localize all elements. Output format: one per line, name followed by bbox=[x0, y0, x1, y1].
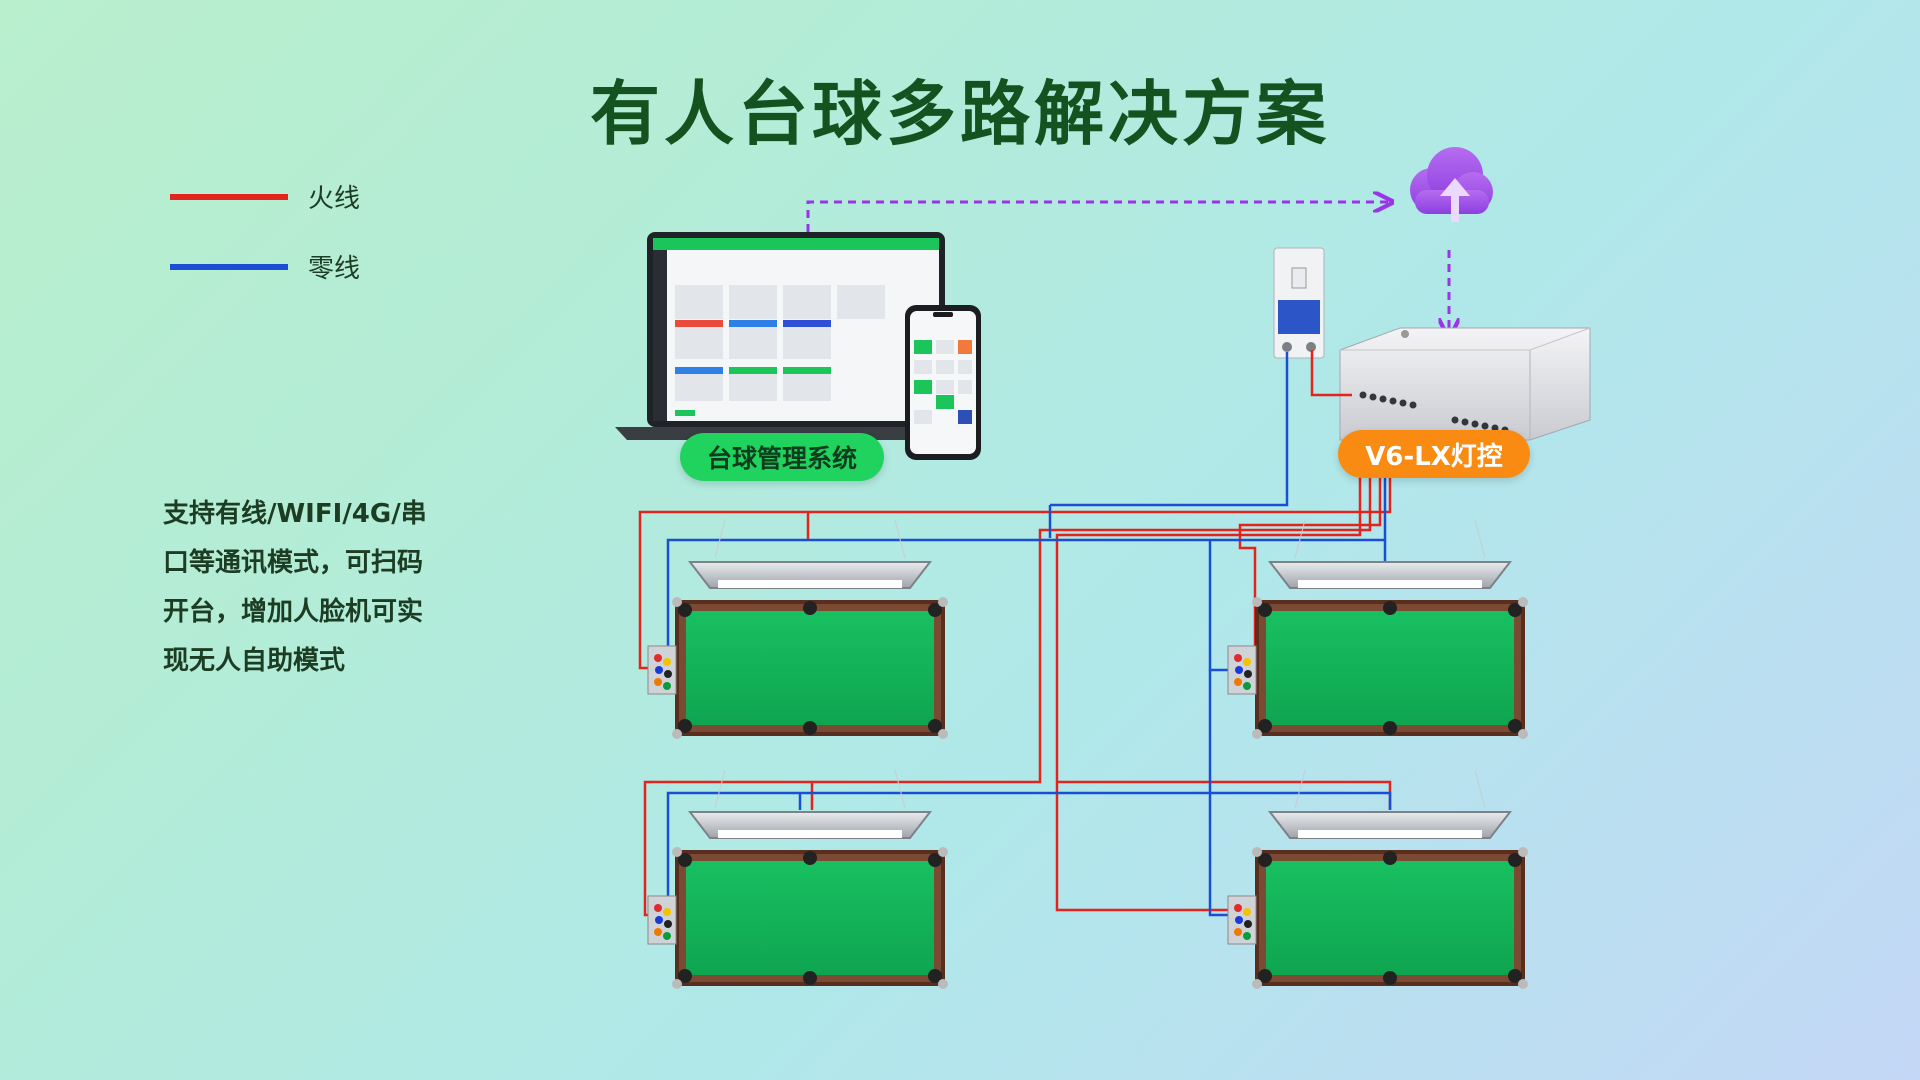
description-line: 口等通讯模式，可扫码 bbox=[163, 548, 424, 578]
page-title: 有人台球多路解决方案 bbox=[590, 73, 1330, 155]
description-line: 支持有线/WIFI/4G/串 bbox=[163, 499, 427, 529]
table-lamp-icon bbox=[689, 519, 931, 589]
system-label: 台球管理系统 bbox=[680, 433, 884, 481]
phone-icon bbox=[905, 305, 981, 460]
legend-label-neutral: 零线 bbox=[308, 254, 361, 284]
description-line: 开台，增加人脸机可实 bbox=[163, 597, 424, 627]
controller-box-icon bbox=[1339, 327, 1591, 441]
description-line: 现无人自助模式 bbox=[163, 646, 346, 676]
billiard-table-icon bbox=[1227, 846, 1529, 990]
legend-swatch-blue bbox=[170, 263, 288, 270]
breaker-icon bbox=[1273, 247, 1325, 359]
cloud-upload-icon bbox=[1410, 147, 1493, 222]
controller-label: V6-LX灯控 bbox=[1338, 430, 1530, 478]
description: 支持有线/WIFI/4G/串 口等通讯模式，可扫码 开台，增加人脸机可实 现无人… bbox=[163, 490, 463, 686]
billiard-table-icon bbox=[647, 596, 949, 740]
billiard-table-icon bbox=[647, 846, 949, 990]
table-lamp-icon bbox=[689, 769, 931, 839]
legend-neutral-wire: 零线 bbox=[170, 248, 360, 285]
legend-live-wire: 火线 bbox=[170, 178, 360, 215]
legend-label-live: 火线 bbox=[308, 184, 361, 214]
billiard-table-icon bbox=[1227, 596, 1529, 740]
network-signal-lines bbox=[806, 202, 1449, 335]
legend-swatch-red bbox=[170, 193, 288, 200]
